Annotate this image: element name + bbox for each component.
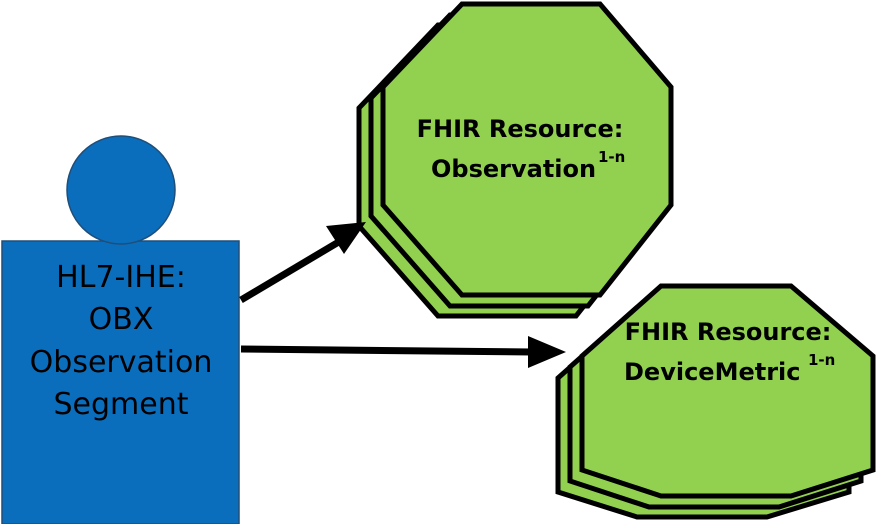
devicemetric-title: FHIR Resource: [625, 318, 832, 346]
arrow-to-devicemetric [240, 336, 566, 368]
arrow-to-observation-head [326, 222, 366, 254]
fhir-observation-stack: FHIR Resource: Observation 1-n [356, 1, 674, 319]
arrow-to-observation [239, 222, 366, 304]
arrow-to-observation-shaft [239, 236, 344, 304]
devicemetric-octagon-front [579, 283, 876, 499]
hl7-label-line-3: Observation [30, 345, 213, 380]
arrow-to-devicemetric-head [528, 336, 566, 368]
hl7-label-line-2: OBX [89, 302, 154, 337]
observation-name: Observation [431, 155, 596, 183]
hl7-label-line-1: HL7-IHE: [56, 260, 186, 295]
observation-cardinality: 1-n [598, 148, 625, 166]
actor-head [66, 135, 176, 245]
actor-body [1, 240, 240, 524]
hl7-obx-segment-actor: HL7-IHE: OBX Observation Segment [1, 135, 240, 524]
hl7-label-line-4: Segment [54, 387, 189, 422]
fhir-devicemetric-stack: FHIR Resource: DeviceMetric 1-n [555, 283, 876, 520]
observation-octagon-front [380, 1, 674, 298]
devicemetric-cardinality: 1-n [808, 351, 835, 369]
devicemetric-name: DeviceMetric [624, 358, 801, 386]
observation-title: FHIR Resource: [417, 115, 624, 143]
arrow-to-devicemetric-shaft [240, 345, 533, 356]
